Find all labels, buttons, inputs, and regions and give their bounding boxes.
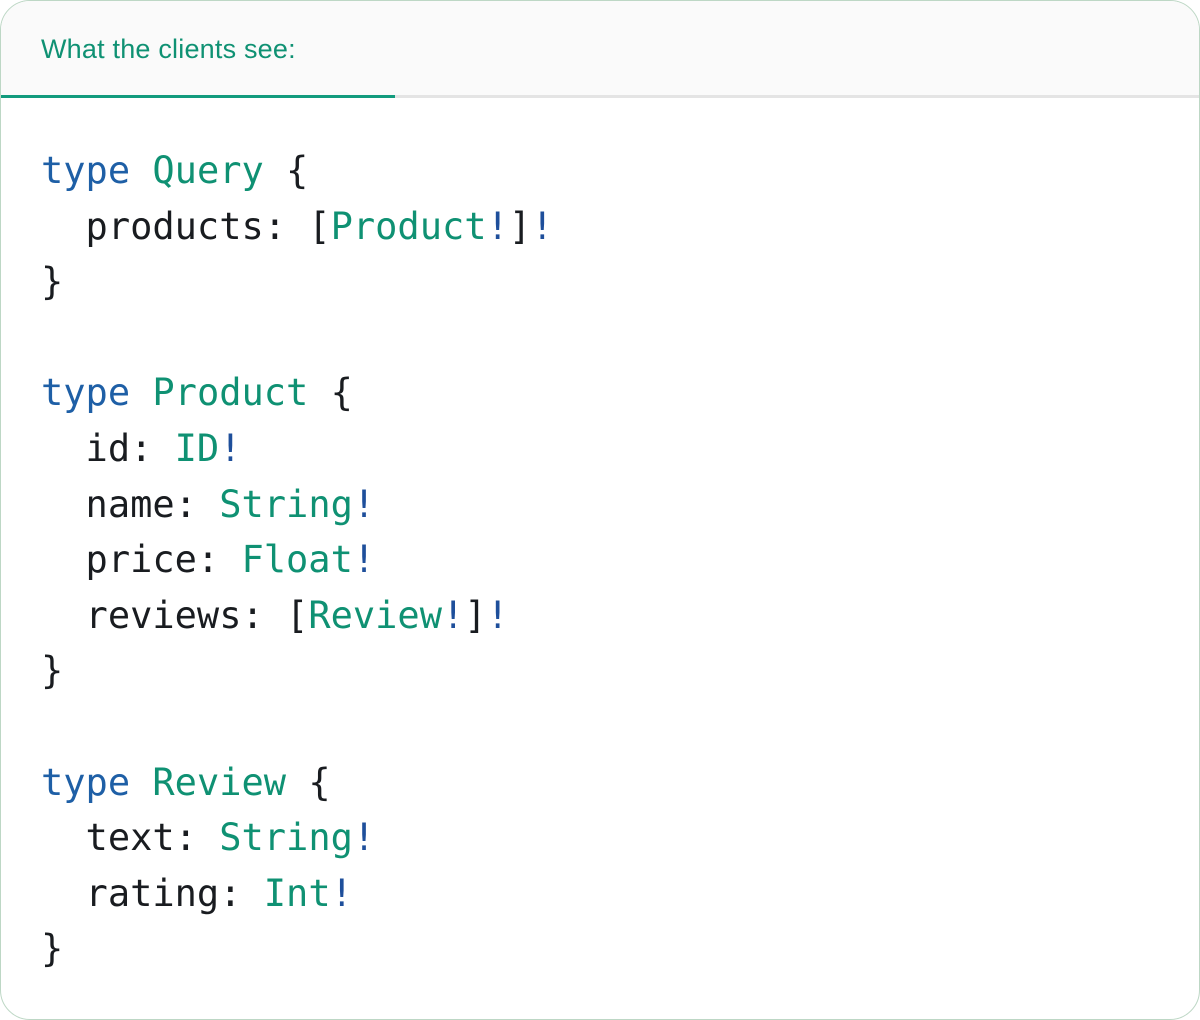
code-token: type [41, 149, 131, 192]
code-line [41, 310, 1169, 366]
code-token: Query [152, 149, 264, 192]
code-token: price: [41, 538, 242, 582]
active-tab-indicator [1, 94, 395, 98]
code-token: ! [486, 593, 509, 637]
code-token: ] [508, 204, 532, 248]
code-token: ! [219, 426, 242, 470]
code-token: Float [241, 538, 353, 582]
code-token: ! [352, 538, 376, 582]
tab-what-clients-see[interactable]: What the clients see: [1, 1, 395, 98]
code-line: products: [Product!]! [41, 199, 1169, 255]
code-token: ! [486, 204, 509, 248]
code-token: ID [174, 426, 220, 470]
code-token: Review [308, 593, 442, 637]
code-token: Product [152, 371, 309, 415]
code-token: id: [41, 426, 175, 470]
code-token [130, 761, 152, 804]
code-token: rating: [41, 871, 264, 915]
code-line: reviews: [Review!]! [41, 588, 1169, 644]
code-token: name: [41, 482, 220, 526]
code-token: { [286, 760, 331, 804]
code-token: } [41, 649, 64, 693]
code-line: type Review { [41, 755, 1169, 811]
code-token: ! [330, 871, 353, 915]
code-token: { [263, 149, 309, 192]
code-token [130, 371, 152, 414]
code-line: } [41, 643, 1169, 699]
code-token: type [41, 760, 131, 804]
code-token: String [219, 482, 353, 526]
code-token: Review [152, 760, 287, 804]
code-token: ! [352, 482, 376, 526]
code-token: String [219, 816, 353, 860]
code-line: } [41, 254, 1169, 310]
code-token: { [308, 371, 353, 415]
code-token: type [41, 371, 131, 415]
code-token: } [41, 927, 64, 971]
schema-code-block: type Query { products: [Product!]!} type… [1, 98, 1199, 977]
code-token: products: [ [41, 204, 331, 248]
tab-label: What the clients see: [41, 34, 296, 64]
code-token: Product [330, 204, 487, 248]
code-line: text: String! [41, 810, 1169, 866]
code-token: ! [531, 204, 554, 248]
code-line [41, 699, 1169, 755]
code-token: Int [263, 871, 331, 915]
code-token: ! [441, 593, 465, 637]
code-token: reviews: [ [41, 593, 309, 637]
code-token: ! [352, 816, 376, 860]
code-line: type Product { [41, 365, 1169, 421]
code-token [130, 149, 152, 192]
tab-bar: What the clients see: [1, 1, 1199, 98]
code-line: name: String! [41, 477, 1169, 533]
code-line: id: ID! [41, 421, 1169, 477]
code-token: text: [41, 816, 220, 860]
tab-bar-divider [1, 95, 1199, 98]
code-line: price: Float! [41, 532, 1169, 588]
code-token: } [41, 260, 64, 304]
code-line: } [41, 921, 1169, 977]
code-line: type Query { [41, 143, 1169, 199]
code-line: rating: Int! [41, 866, 1169, 922]
code-token: ] [464, 593, 487, 637]
